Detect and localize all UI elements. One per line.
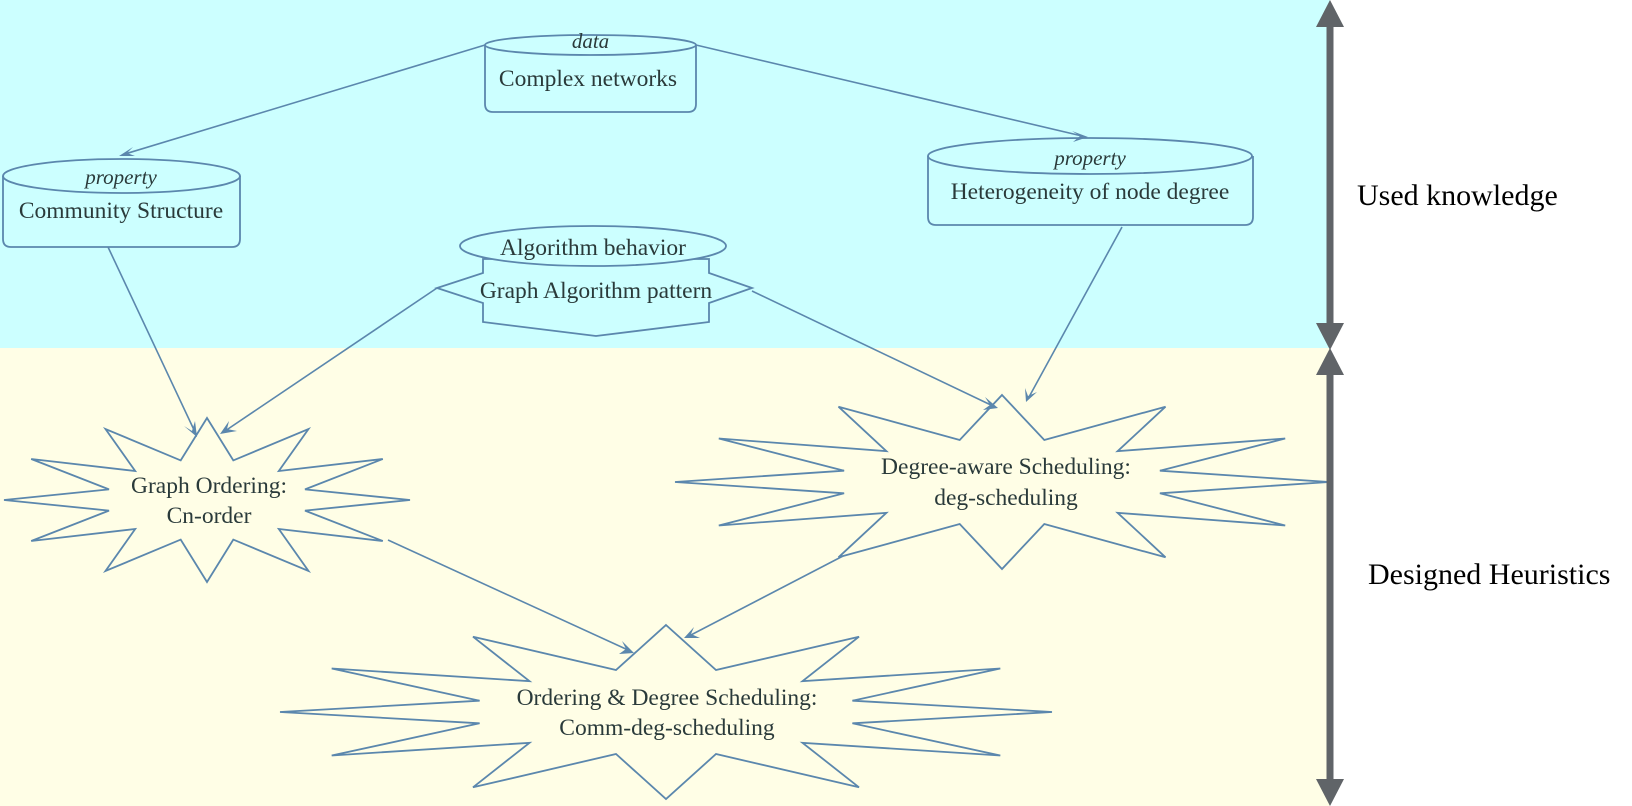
side-arrow-designed-heuristics	[1316, 348, 1344, 806]
behavior-ellipse	[459, 225, 727, 267]
cylinder-body	[484, 45, 697, 113]
side-arrow-used-knowledge	[1316, 0, 1344, 350]
arrow-down-head	[1316, 779, 1344, 806]
property-node-community-structure: property Community Structure	[2, 158, 241, 248]
heuristic-node-graph-ordering: Graph Ordering: Cn-order	[3, 416, 411, 584]
node-label-line2: deg-scheduling	[934, 485, 1078, 511]
arrowhead	[220, 421, 237, 434]
arrowhead	[184, 421, 197, 437]
edge-heterogeneity-to-degree	[1028, 226, 1123, 398]
arrowhead	[619, 641, 634, 654]
starburst-shape	[674, 393, 1330, 571]
pattern-shape	[434, 258, 755, 337]
arrow-down-head	[1316, 323, 1344, 350]
node-label: Community Structure	[19, 198, 223, 224]
edge-community-to-ordering	[107, 246, 196, 433]
arrow-up-head	[1316, 348, 1344, 375]
heuristic-node-degree-scheduling: Degree-aware Scheduling: deg-scheduling	[674, 393, 1330, 571]
node-label: Complex networks	[499, 66, 677, 92]
cylinder-body	[2, 176, 241, 248]
algorithm-node: Algorithm behavior Graph Algorithm patte…	[434, 225, 755, 337]
arrowhead	[983, 397, 998, 410]
property-node-heterogeneity: property Heterogeneity of node degree	[927, 137, 1254, 226]
node-label-line1: Graph Ordering:	[131, 473, 287, 499]
cylinder-top	[927, 137, 1253, 175]
cylinder-top	[484, 34, 697, 56]
node-label-line1: Degree-aware Scheduling:	[881, 454, 1131, 480]
starburst-shape	[3, 416, 411, 584]
cylinder-body	[927, 156, 1254, 226]
node-kind-label: data	[572, 29, 609, 53]
arrowhead	[1025, 388, 1037, 402]
node-label-line2: Cn-order	[167, 503, 252, 529]
arrowhead	[684, 627, 700, 638]
algorithm-behavior-label: Algorithm behavior	[500, 235, 686, 261]
designed-heuristics-band	[0, 348, 1330, 806]
graph-algorithm-pattern-label: Graph Algorithm pattern	[480, 278, 713, 304]
edge-networks-to-community	[124, 44, 486, 155]
node-label-line1: Ordering & Degree Scheduling:	[517, 685, 818, 711]
node-label-line2: Comm-deg-scheduling	[559, 715, 775, 741]
arrow-up-head	[1316, 0, 1344, 27]
node-kind-label: property	[1052, 146, 1126, 170]
used-knowledge-label: Used knowledge	[1357, 179, 1558, 212]
designed-heuristics-label: Designed Heuristics	[1368, 558, 1610, 591]
edges	[107, 44, 1123, 654]
node-label: Heterogeneity of node degree	[951, 179, 1230, 205]
edge-pattern-to-ordering	[224, 287, 438, 432]
edge-networks-to-heterogeneity	[695, 44, 1083, 137]
starburst-shape	[279, 623, 1053, 801]
data-node-complex-networks: data Complex networks	[484, 29, 697, 113]
heuristic-node-combined: Ordering & Degree Scheduling: Comm-deg-s…	[279, 623, 1053, 801]
arrowhead	[119, 147, 135, 156]
arrowhead	[1072, 131, 1088, 142]
edge-degree-to-combined	[688, 555, 844, 637]
node-kind-label: property	[83, 165, 157, 189]
edge-pattern-to-degree	[751, 290, 994, 407]
cylinder-top	[2, 158, 241, 194]
edge-ordering-to-combined	[387, 539, 629, 651]
